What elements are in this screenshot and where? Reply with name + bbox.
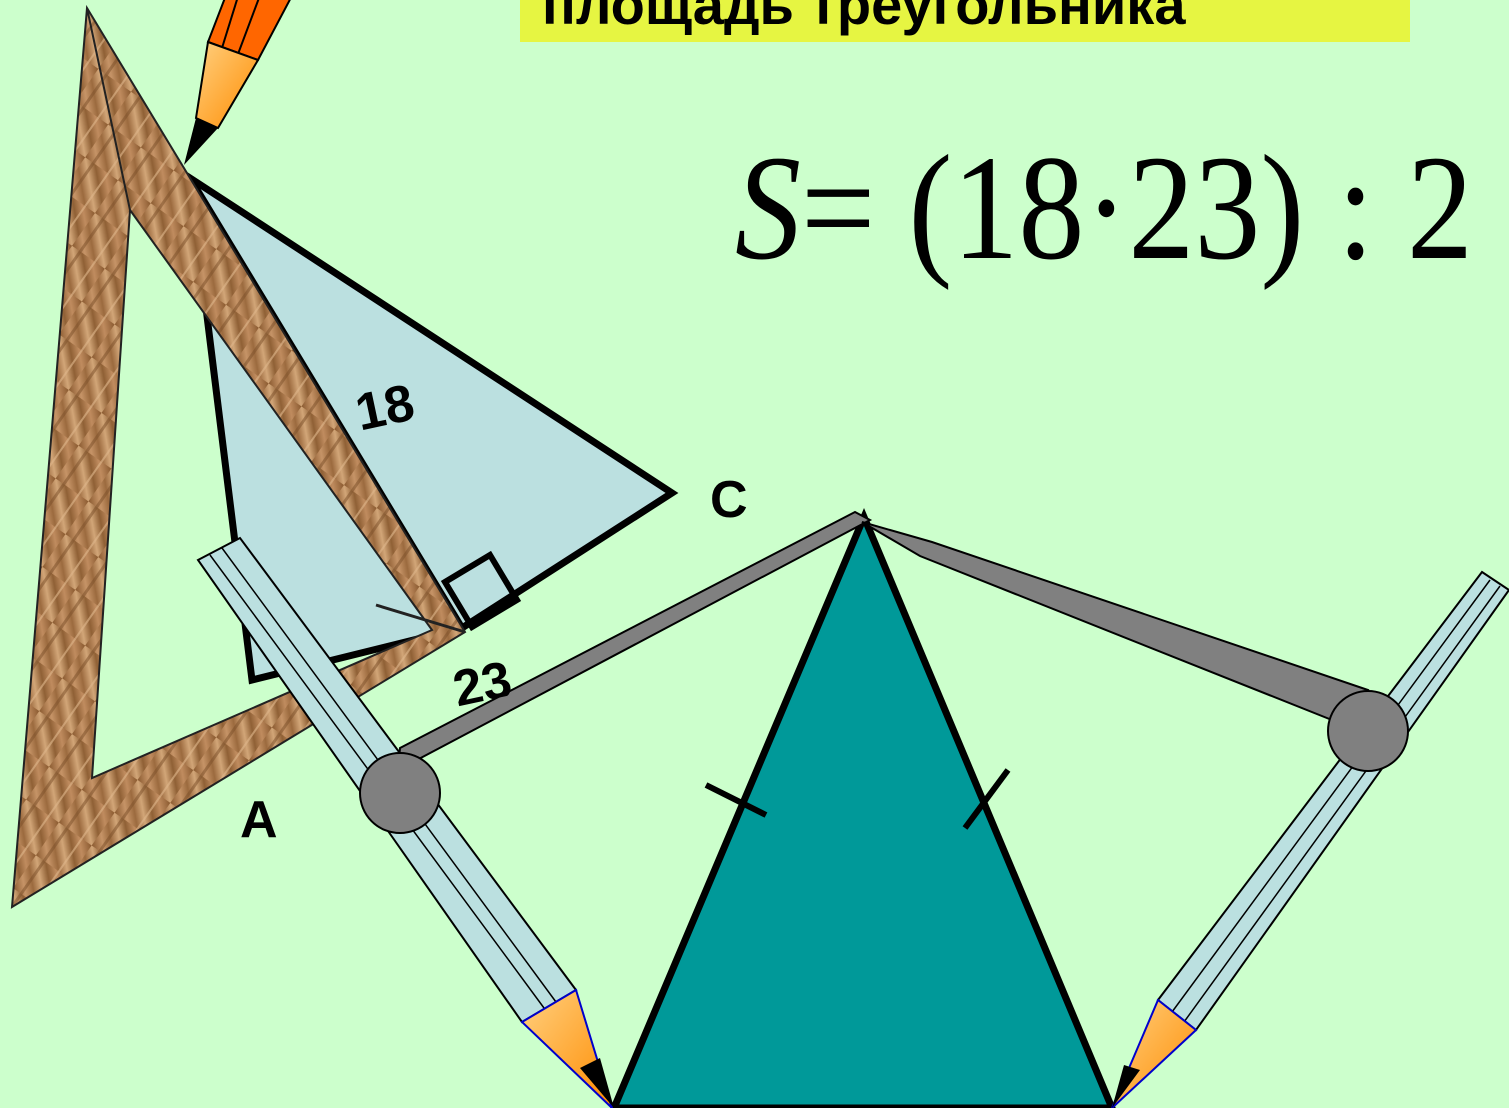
page-title: площадь треугольника	[542, 0, 1186, 36]
isosceles-triangle	[610, 507, 1116, 1108]
set-square-icon	[10, 4, 467, 909]
equal-side-tick-left	[704, 782, 768, 818]
equal-side-tick-right	[962, 768, 1011, 830]
title-banner: площадь треугольника	[520, 0, 1410, 42]
compass-icon	[196, 510, 1509, 1108]
pencil-icon	[184, 0, 291, 165]
vertex-c-label: C	[710, 471, 748, 529]
right-angle-mark	[440, 550, 522, 632]
vertex-a-label: A	[240, 791, 278, 849]
formula-variable: S	[735, 125, 801, 291]
height-label: 18	[350, 373, 420, 443]
formula-expression: = (18·23) : 2 =	[801, 125, 1509, 291]
area-formula: S= (18·23) : 2 =	[735, 122, 1509, 294]
